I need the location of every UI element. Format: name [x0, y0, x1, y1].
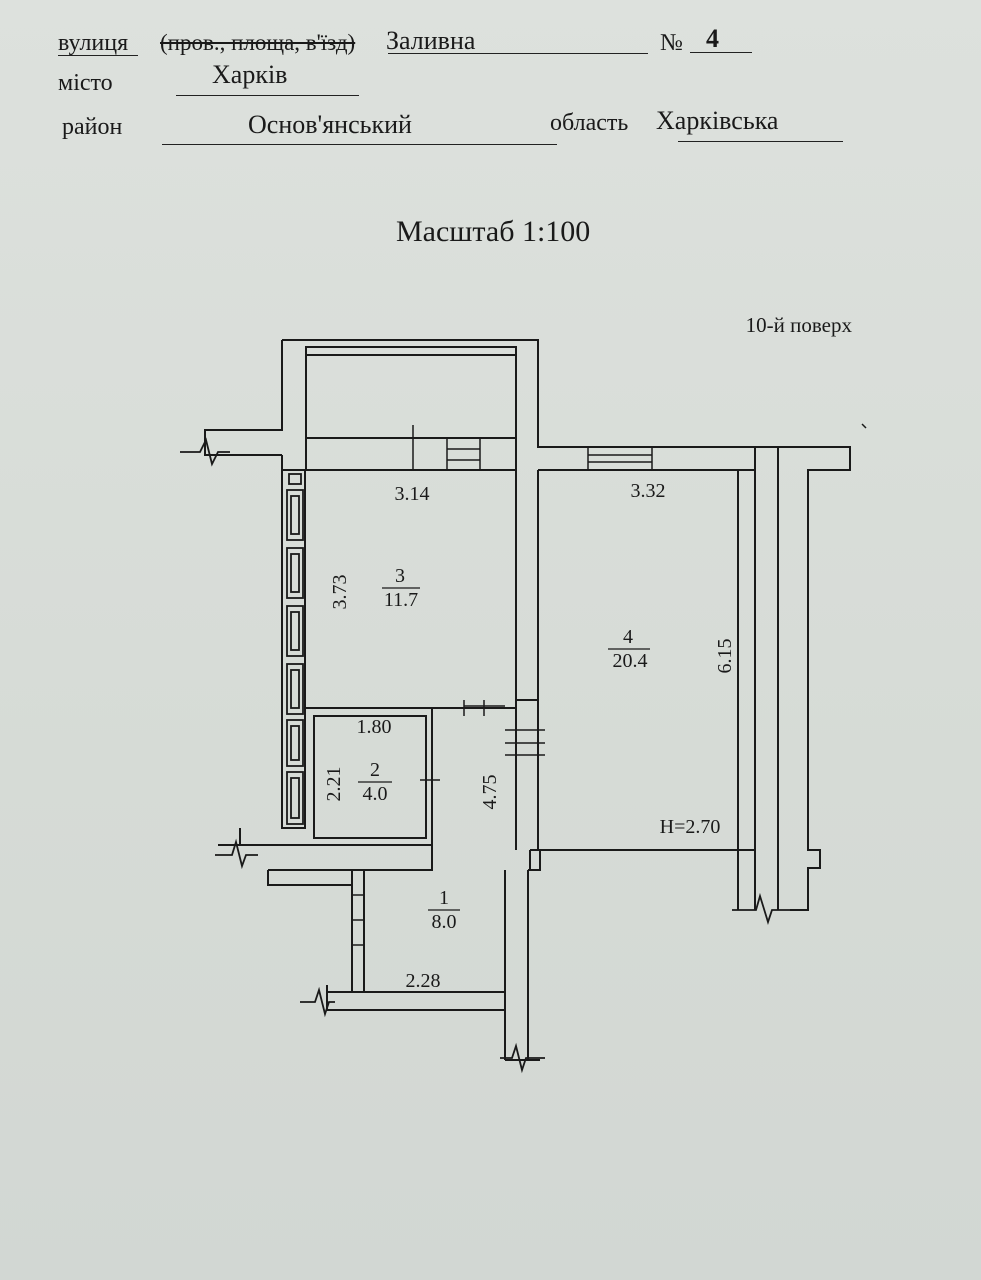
break-marks — [180, 437, 795, 1074]
number-underline — [690, 52, 752, 53]
upper-wall-inner — [306, 438, 517, 471]
room-1-number: 1 — [439, 887, 449, 909]
opening-marks — [352, 423, 867, 946]
street-underline — [388, 53, 648, 54]
region-value: Харківська — [656, 106, 779, 135]
room-1-label: 1 8.0 — [428, 887, 460, 933]
room-2-label: 2 4.0 — [358, 759, 392, 805]
corridor-top-right — [528, 850, 541, 871]
scale-title: Масштаб 1:100 — [396, 215, 591, 248]
room4-left-lower — [515, 700, 540, 871]
room4-outer-right — [754, 447, 779, 910]
left-outer-wall — [281, 470, 306, 829]
city-underline — [176, 95, 359, 96]
street-label-underline — [58, 55, 138, 56]
bath-inner — [313, 715, 427, 839]
room-2-area: 4.0 — [363, 783, 388, 805]
balcony-outline — [282, 339, 851, 911]
middle-wall — [515, 470, 539, 701]
window-frames — [286, 473, 304, 825]
room-4-label: 4 20.4 — [608, 626, 650, 672]
entry-left-stub — [267, 869, 360, 886]
corridor-bottom — [327, 991, 505, 1011]
street-label: вулиця — [58, 30, 129, 56]
region-label: область — [550, 110, 629, 136]
room-3-label: 3 11.7 — [382, 565, 420, 611]
district-value: Основ'янський — [248, 110, 412, 139]
dim-room4-length: 6.15 — [714, 639, 736, 674]
dim-room2-length: 2.21 — [323, 767, 345, 802]
region-underline — [678, 141, 843, 142]
dim-room3-width: 3.14 — [395, 483, 430, 505]
floor-label: 10-й поверх — [746, 313, 853, 337]
number-value: 4 — [706, 24, 719, 53]
corridor-left-wall — [351, 870, 365, 992]
corridor-right-wall — [504, 870, 529, 1060]
room-4-area: 20.4 — [613, 650, 648, 672]
street-value: Заливна — [386, 26, 476, 55]
room-4-number: 4 — [623, 626, 633, 648]
street-types-label: (пров., площа, в'їзд) — [160, 30, 356, 55]
upper-left-wall — [204, 340, 283, 456]
room-2-number: 2 — [370, 759, 380, 781]
district-label: район — [62, 114, 123, 140]
room-3-number: 3 — [395, 565, 405, 587]
dim-room4-width: 3.32 — [631, 480, 666, 502]
district-underline — [162, 144, 557, 145]
upper-wall-outer — [281, 438, 307, 471]
number-label: № — [660, 30, 683, 56]
dim-corridor-width: 2.28 — [406, 970, 441, 992]
dim-corridor-length: 4.75 — [479, 775, 501, 810]
room4-bottom — [530, 849, 739, 910]
room4-right-inner — [737, 470, 755, 851]
balcony-inner — [305, 346, 517, 439]
dim-room2-width: 1.80 — [357, 716, 392, 738]
room-1-area: 8.0 — [432, 911, 457, 933]
city-label: місто — [58, 70, 113, 96]
ceiling-height: H=2.70 — [660, 816, 721, 838]
left-wall-lower — [218, 828, 433, 871]
dim-room3-length: 3.73 — [329, 575, 351, 610]
city-value: Харків — [212, 60, 288, 89]
room-3-area: 11.7 — [384, 589, 418, 611]
